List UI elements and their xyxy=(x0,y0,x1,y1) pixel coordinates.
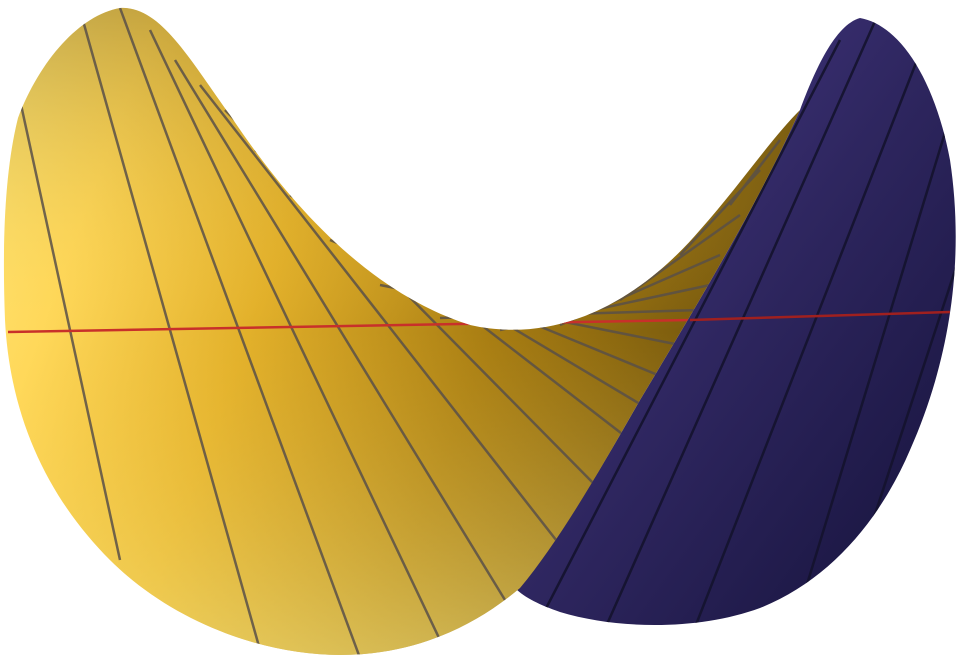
front-sheet xyxy=(3,7,800,656)
axis-line-back xyxy=(689,310,951,322)
axis-line-front xyxy=(7,318,691,334)
back-sheet xyxy=(515,18,956,626)
